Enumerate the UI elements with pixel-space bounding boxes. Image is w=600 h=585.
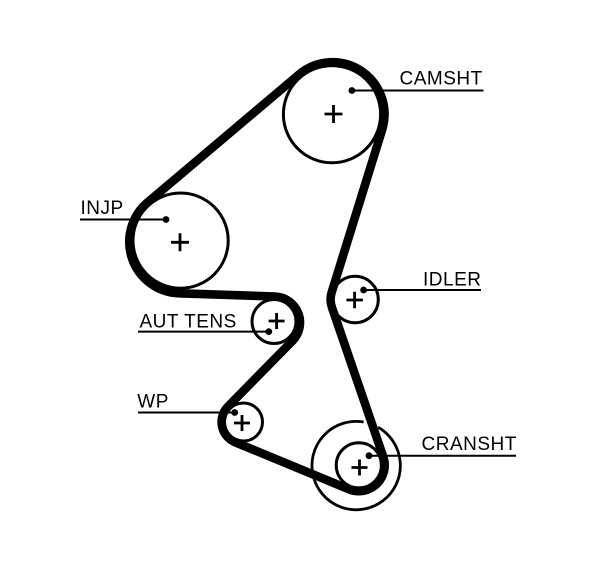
svg-text:IDLER: IDLER [423, 270, 481, 291]
svg-text:AUT TENS: AUT TENS [140, 312, 237, 333]
svg-text:CAMSHT: CAMSHT [400, 68, 483, 89]
svg-text:INJP: INJP [81, 198, 124, 219]
svg-text:WP: WP [137, 392, 169, 413]
svg-text:CRANSHT: CRANSHT [422, 434, 517, 455]
